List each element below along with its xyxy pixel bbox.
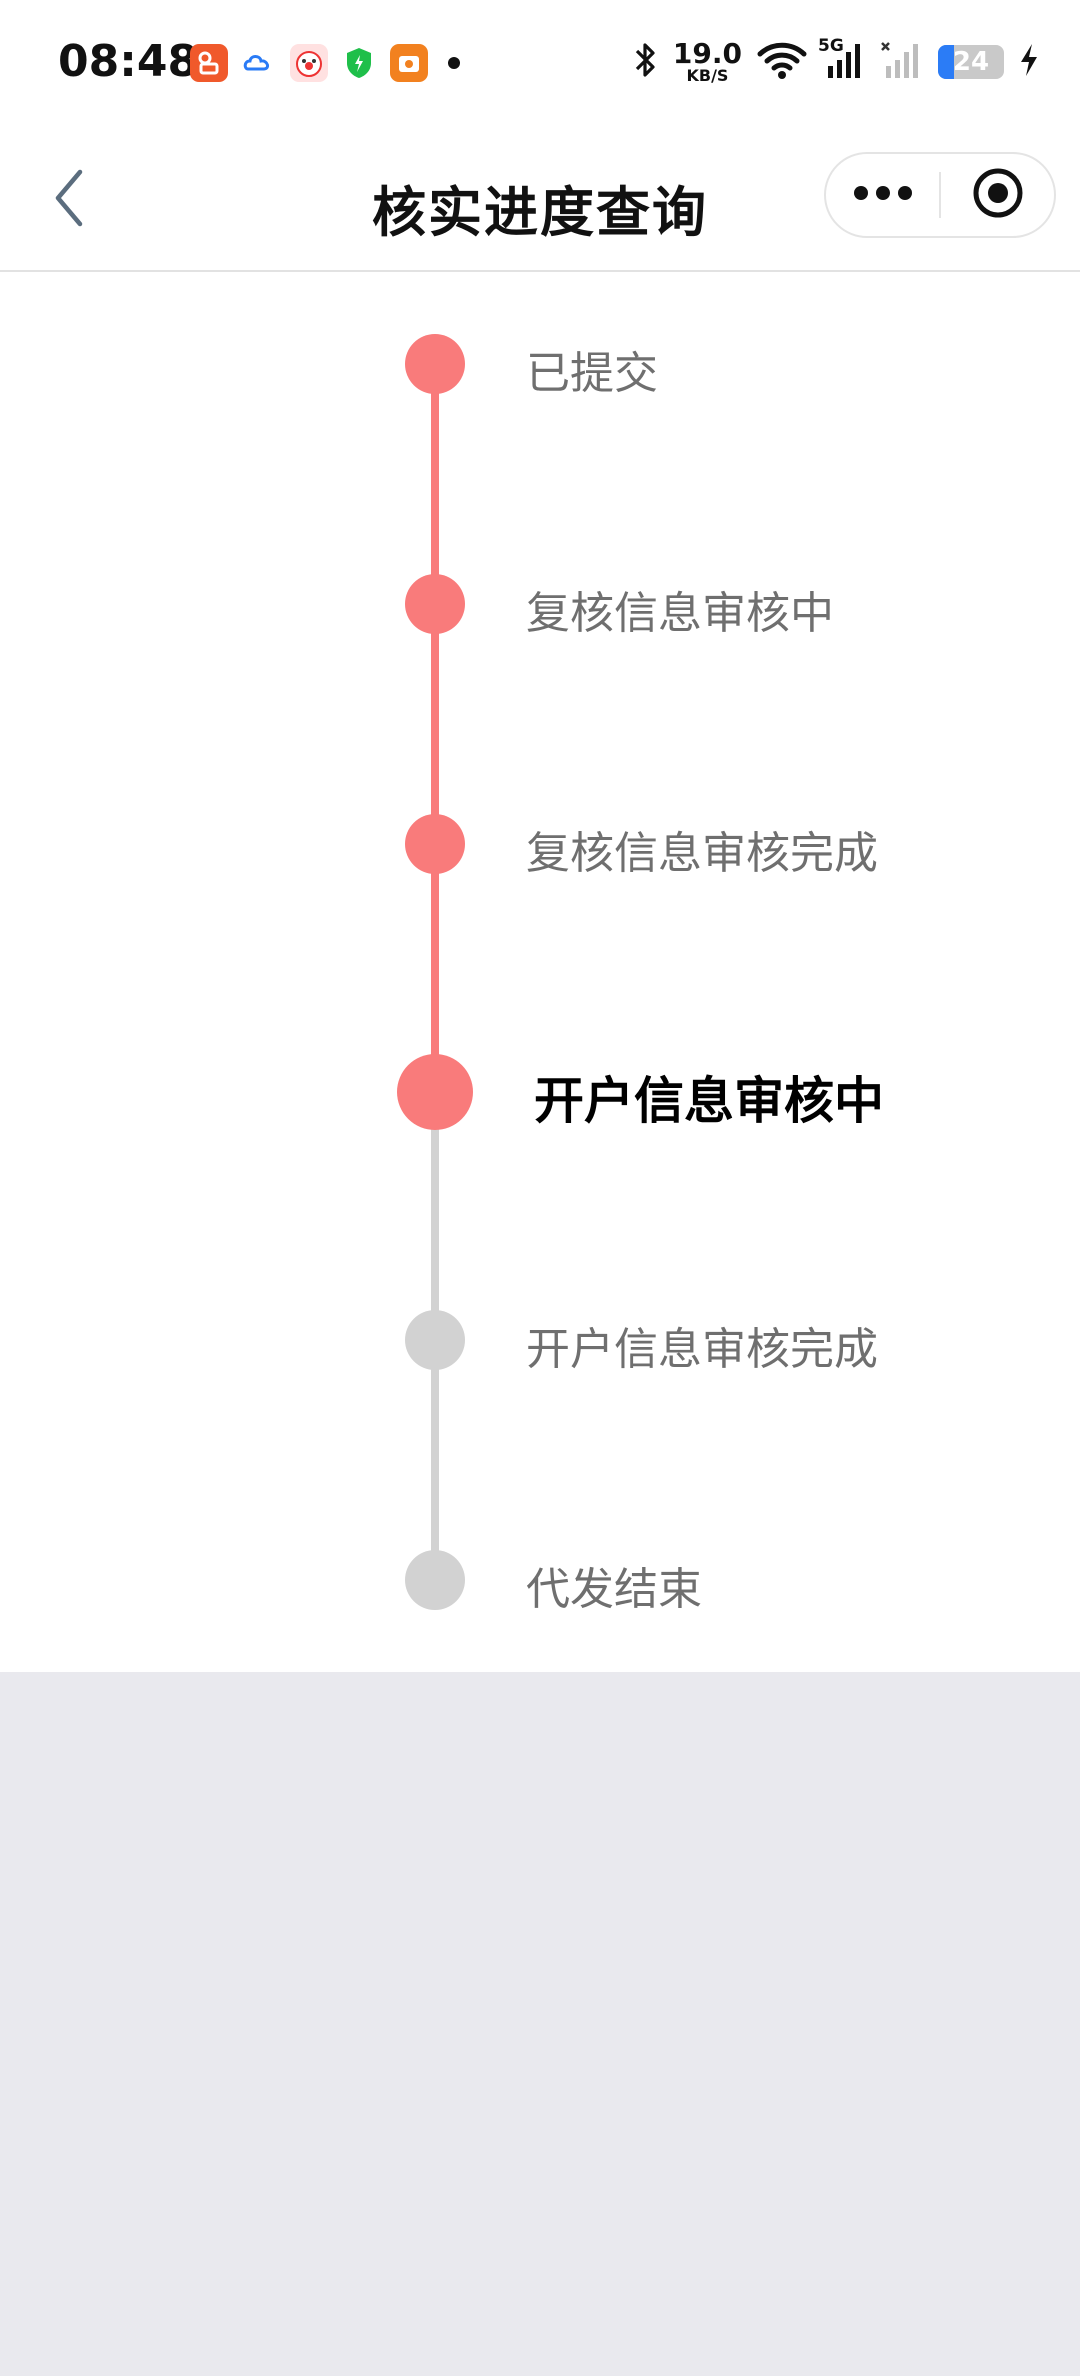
timeline-step-label: 复核信息审核中 <box>526 587 834 639</box>
bluetooth-icon <box>633 40 659 84</box>
shield-app-icon <box>340 44 378 82</box>
target-circle-icon <box>971 166 1025 224</box>
wifi-icon <box>756 40 808 84</box>
timeline-connector <box>431 1092 439 1340</box>
network-speed-value: 19.0 <box>672 37 742 70</box>
timeline-step-dot <box>405 1550 465 1610</box>
timeline-step-label: 复核信息审核完成 <box>526 827 878 879</box>
timeline-connector <box>431 364 439 604</box>
status-bar: 08:48 19.0 KB/S 5G <box>0 0 1080 130</box>
timeline-step-dot <box>405 574 465 634</box>
mini-program-capsule <box>824 152 1056 238</box>
progress-timeline: 已提交复核信息审核中复核信息审核完成开户信息审核中开户信息审核完成代发结束 <box>0 272 1080 1672</box>
more-notifications-dot <box>448 57 460 69</box>
timeline-step-label: 已提交 <box>526 347 658 399</box>
battery-level: 24 <box>952 47 990 77</box>
status-indicators: 19.0 KB/S 5G 24 <box>633 36 1040 84</box>
more-button[interactable] <box>826 154 939 236</box>
cellular-signal-nosim-icon <box>880 40 924 84</box>
network-speed-unit: KB/S <box>686 66 729 85</box>
navigation-bar: 核实进度查询 <box>0 130 1080 272</box>
timeline-step-dot <box>405 334 465 394</box>
status-time: 08:48 <box>58 36 199 87</box>
clown-app-icon <box>290 44 328 82</box>
back-button[interactable] <box>30 160 110 240</box>
timeline-step-label: 开户信息审核完成 <box>526 1323 878 1375</box>
taobao-app-icon <box>390 44 428 82</box>
cloud-app-icon <box>240 44 278 82</box>
timeline-step-label: 开户信息审核中 <box>534 1072 884 1130</box>
timeline-step-dot <box>405 814 465 874</box>
close-mini-program-button[interactable] <box>941 154 1054 236</box>
chevron-left-icon <box>50 166 90 234</box>
cellular-signal-5g-icon: 5G <box>818 36 866 84</box>
more-dots-icon <box>853 185 913 205</box>
network-speed: 19.0 KB/S <box>673 40 742 84</box>
timeline-connector <box>431 604 439 844</box>
charging-icon <box>1018 42 1040 82</box>
timeline-connector <box>431 844 439 1092</box>
timeline-step-dot <box>405 1310 465 1370</box>
battery-indicator: 24 <box>938 45 1004 79</box>
notification-icons <box>190 44 460 82</box>
timeline-step-label: 代发结束 <box>526 1563 702 1615</box>
signal-type-label: 5G <box>818 36 844 56</box>
timeline-step-dot <box>397 1054 473 1130</box>
battery-fill <box>938 45 954 79</box>
capsule-divider <box>939 172 941 218</box>
kuaishou-app-icon <box>190 44 228 82</box>
timeline-connector <box>431 1340 439 1580</box>
page-title: 核实进度查询 <box>372 181 708 244</box>
